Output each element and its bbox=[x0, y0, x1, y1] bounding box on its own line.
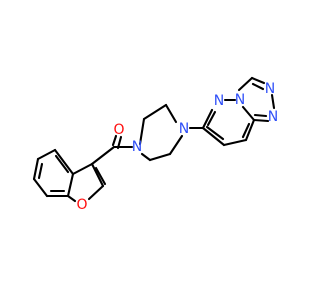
carbonyl-oxygen-atom: O bbox=[113, 122, 124, 138]
bond bbox=[90, 145, 116, 166]
atom-labels: O O N N N N N N bbox=[76, 81, 278, 213]
bond bbox=[241, 105, 256, 122]
bond bbox=[252, 118, 270, 123]
atom-symbol: N bbox=[235, 92, 245, 108]
atom-symbol: N bbox=[268, 109, 278, 125]
bond bbox=[164, 103, 178, 124]
atom-symbol: N bbox=[179, 121, 189, 137]
bond bbox=[244, 118, 256, 142]
bond bbox=[237, 76, 254, 92]
bond bbox=[37, 162, 44, 180]
molecule-structure-drawing: O O N N N N N N bbox=[32, 76, 278, 213]
atom-symbol: N bbox=[132, 139, 142, 155]
atom-symbol: O bbox=[76, 197, 87, 213]
bond bbox=[251, 82, 265, 91]
bond bbox=[222, 138, 248, 147]
bond bbox=[36, 148, 57, 161]
bond bbox=[168, 134, 184, 156]
bond bbox=[66, 194, 77, 203]
bond bbox=[201, 108, 214, 130]
bond bbox=[201, 126, 226, 147]
piperazine-nitrogen-1-atom: N bbox=[132, 139, 142, 155]
molecule-svg: O O N N N N N N bbox=[32, 76, 278, 213]
bond bbox=[32, 157, 40, 181]
bond bbox=[253, 113, 268, 118]
bond bbox=[205, 125, 225, 141]
bond bbox=[54, 154, 70, 174]
bond bbox=[111, 134, 118, 147]
bond bbox=[206, 110, 217, 127]
atom-symbol: N bbox=[265, 81, 275, 97]
atom-symbol: O bbox=[113, 122, 124, 138]
triazole-nitrogen-1-atom: N bbox=[265, 81, 275, 97]
piperazine-nitrogen-4-atom: N bbox=[179, 121, 189, 137]
furan-oxygen-atom: O bbox=[76, 197, 87, 213]
bond bbox=[87, 184, 105, 201]
bond bbox=[142, 103, 168, 121]
bonds bbox=[32, 76, 276, 203]
pyridazine-nitrogen-2-atom: N bbox=[235, 92, 245, 108]
bond bbox=[270, 93, 276, 110]
bond bbox=[71, 162, 94, 176]
bond bbox=[138, 117, 146, 146]
pyridazine-nitrogen-1-atom: N bbox=[214, 93, 224, 109]
bond bbox=[250, 76, 266, 85]
bond bbox=[94, 166, 107, 186]
atom-symbol: N bbox=[214, 93, 224, 109]
bond bbox=[140, 152, 152, 162]
bond bbox=[53, 148, 75, 176]
bond bbox=[66, 172, 75, 198]
bond bbox=[148, 152, 172, 162]
triazole-nitrogen-2-atom: N bbox=[268, 109, 278, 125]
bond bbox=[241, 122, 251, 139]
bond bbox=[32, 177, 49, 198]
bond bbox=[90, 162, 105, 188]
